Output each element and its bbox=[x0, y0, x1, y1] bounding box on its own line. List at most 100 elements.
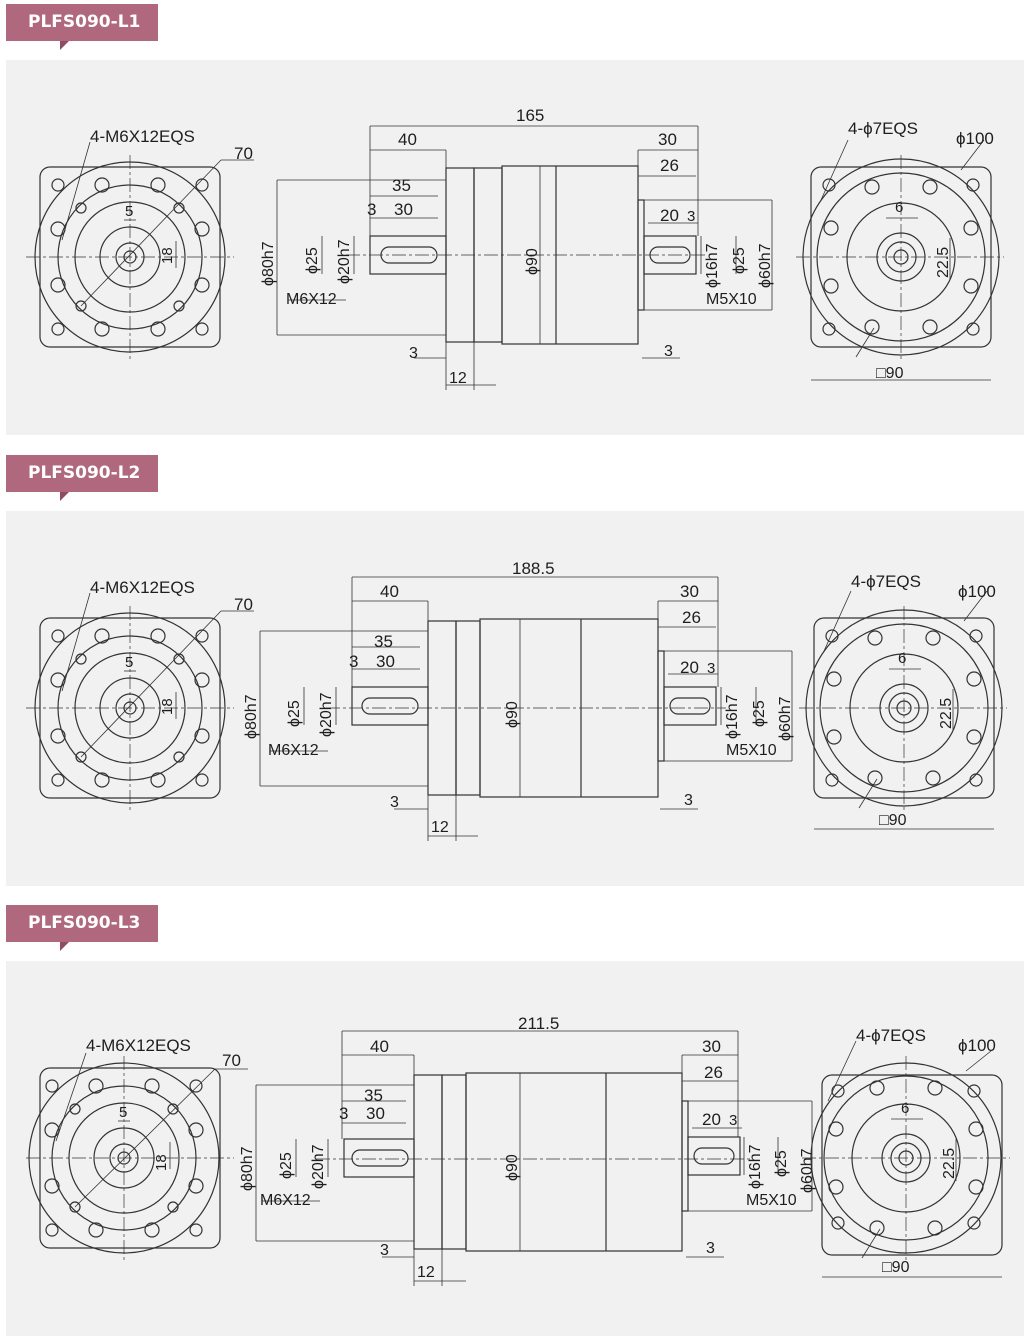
total-length: 211.5 bbox=[518, 1014, 559, 1033]
m5-label: M5X10 bbox=[706, 291, 757, 308]
phi90-label: ϕ90 bbox=[504, 1154, 521, 1181]
m5-label: M5X10 bbox=[746, 1192, 797, 1209]
phi16-label: ϕ16h7 bbox=[724, 694, 741, 739]
pcd-label: 70 bbox=[234, 144, 253, 163]
phi25-label: ϕ25 bbox=[278, 1152, 295, 1179]
rear-view bbox=[796, 139, 1004, 381]
phi60-label: ϕ60h7 bbox=[777, 696, 794, 741]
rear-holes-label: 4-ϕ7EQS bbox=[851, 572, 921, 591]
front-holes-label: 4-M6X12EQS bbox=[86, 1036, 191, 1055]
dim-30-right: 30 bbox=[658, 130, 677, 149]
pcd-label: 70 bbox=[222, 1051, 241, 1070]
model-tag-l2: PLFS090-L2 bbox=[6, 455, 158, 501]
phi20-label: ϕ20h7 bbox=[310, 1144, 327, 1189]
bottom-3-right: 3 bbox=[664, 343, 673, 360]
dim-3-rear: 3 bbox=[687, 208, 695, 225]
drawing-l2: 4-M6X12EQS 70 5 18 bbox=[26, 559, 1007, 841]
phi16-label: ϕ16h7 bbox=[704, 243, 721, 288]
shaft-height-label: 18 bbox=[153, 1154, 170, 1171]
key-width-label: 5 bbox=[119, 1104, 127, 1121]
model-label: PLFS090-L2 bbox=[28, 463, 141, 483]
bottom-12: 12 bbox=[417, 1264, 435, 1281]
dim-20: 20 bbox=[660, 206, 679, 225]
dim-30-shaft: 30 bbox=[376, 652, 395, 671]
dim-30-right: 30 bbox=[680, 582, 699, 601]
rear-h-label: 22.5 bbox=[938, 698, 955, 729]
bottom-12: 12 bbox=[449, 370, 467, 387]
drawing-panel-l1: 4-M6X12EQS 70 5 18 bbox=[6, 60, 1024, 435]
phi80-label: ϕ80h7 bbox=[260, 241, 277, 286]
drawing-panel-l2: 4-M6X12EQS 70 5 18 bbox=[6, 511, 1024, 886]
rear-key-label: 6 bbox=[895, 199, 903, 216]
front-view bbox=[26, 592, 254, 811]
bottom-3-left: 3 bbox=[380, 1242, 389, 1259]
drawing-l3: 4-M6X12EQS 70 5 18 bbox=[26, 1014, 1010, 1286]
phi25-label: ϕ25 bbox=[304, 247, 321, 274]
bottom-3-left: 3 bbox=[390, 794, 399, 811]
phi20-label: ϕ20h7 bbox=[336, 239, 353, 284]
m6-label: M6X12 bbox=[286, 291, 337, 308]
phi60-label: ϕ60h7 bbox=[799, 1148, 816, 1193]
dim-20: 20 bbox=[702, 1110, 721, 1129]
drawing-panel-l3: 4-M6X12EQS 70 5 18 bbox=[6, 961, 1024, 1336]
phi90-label: ϕ90 bbox=[524, 248, 541, 275]
rear-holes-label: 4-ϕ7EQS bbox=[848, 119, 918, 138]
rear-key-label: 6 bbox=[901, 1100, 909, 1117]
phi20-label: ϕ20h7 bbox=[318, 692, 335, 737]
dim-30-shaft: 30 bbox=[394, 200, 413, 219]
dim-35: 35 bbox=[364, 1086, 383, 1105]
rear-holes-label: 4-ϕ7EQS bbox=[856, 1026, 926, 1045]
pcd-label: 70 bbox=[234, 595, 253, 614]
front-holes-label: 4-M6X12EQS bbox=[90, 127, 195, 146]
bottom-3-right: 3 bbox=[684, 792, 693, 809]
corner-holes bbox=[51, 178, 209, 336]
dim-3-rear: 3 bbox=[729, 1112, 737, 1129]
dim-3-shaft: 3 bbox=[349, 652, 358, 671]
dim-35: 35 bbox=[392, 176, 411, 195]
dim-40: 40 bbox=[380, 582, 399, 601]
dim-3-rear: 3 bbox=[707, 660, 715, 677]
model-label: PLFS090-L1 bbox=[28, 12, 141, 32]
dim-3-shaft: 3 bbox=[339, 1104, 348, 1123]
dim-35: 35 bbox=[374, 632, 393, 651]
phi25-label: ϕ25 bbox=[286, 700, 303, 727]
phi60-label: ϕ60h7 bbox=[757, 243, 774, 288]
phi25-right-label: ϕ25 bbox=[731, 247, 748, 274]
m6-label: M6X12 bbox=[260, 1192, 311, 1209]
dim-26: 26 bbox=[704, 1063, 723, 1082]
model-tag-l3: PLFS090-L3 bbox=[6, 905, 158, 951]
drawing-l1: 4-M6X12EQS 70 5 18 bbox=[26, 106, 1004, 390]
rear-dia-label: ϕ100 bbox=[956, 129, 994, 148]
bolt-circle bbox=[50, 628, 210, 788]
dim-26: 26 bbox=[682, 608, 701, 627]
side-view bbox=[259, 576, 793, 841]
shaft-height-label: 18 bbox=[159, 247, 176, 264]
side-view bbox=[255, 1030, 813, 1286]
rear-dia-label: ϕ100 bbox=[958, 582, 996, 601]
corner-holes bbox=[51, 629, 209, 787]
rear-h-label: 22.5 bbox=[941, 1148, 958, 1179]
dim-3-shaft: 3 bbox=[367, 200, 376, 219]
model-label: PLFS090-L3 bbox=[28, 913, 141, 933]
rear-h-label: 22.5 bbox=[935, 247, 952, 278]
bolt-circle bbox=[44, 1078, 204, 1238]
model-tag-l1: PLFS090-L1 bbox=[6, 4, 158, 50]
phi25-right-label: ϕ25 bbox=[751, 700, 768, 727]
phi25-right-label: ϕ25 bbox=[773, 1150, 790, 1177]
m5-label: M5X10 bbox=[726, 742, 777, 759]
rear-square-label: □90 bbox=[882, 1259, 910, 1276]
phi80-label: ϕ80h7 bbox=[239, 1146, 256, 1191]
dim-26: 26 bbox=[660, 156, 679, 175]
rear-key-label: 6 bbox=[898, 650, 906, 667]
phi90-label: ϕ90 bbox=[504, 701, 521, 728]
total-length: 188.5 bbox=[512, 559, 555, 578]
side-view bbox=[276, 125, 773, 390]
dim-20: 20 bbox=[680, 658, 699, 677]
phi16-label: ϕ16h7 bbox=[747, 1144, 764, 1189]
rear-view bbox=[802, 1040, 1010, 1278]
front-holes-label: 4-M6X12EQS bbox=[90, 578, 195, 597]
dim-30-right: 30 bbox=[702, 1037, 721, 1056]
shaft-height-label: 18 bbox=[159, 698, 176, 715]
rear-view bbox=[799, 590, 1007, 830]
rear-square-label: □90 bbox=[876, 365, 904, 382]
